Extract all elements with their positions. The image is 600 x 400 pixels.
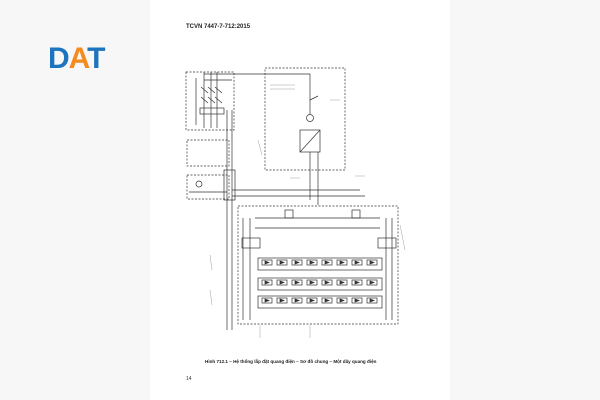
bypass-diode-icon	[369, 298, 375, 303]
pv-module	[261, 279, 273, 286]
pv-module	[276, 297, 288, 304]
bypass-diode-icon	[339, 280, 345, 285]
pv-module	[291, 259, 303, 266]
pv-module	[276, 279, 288, 286]
pv-module	[261, 259, 273, 266]
inverter-switch	[309, 95, 319, 101]
bypass-diode-icon	[309, 298, 315, 303]
bypass-diode-icon	[369, 280, 375, 285]
bypass-diode-icon	[324, 280, 330, 285]
pv-module	[351, 259, 363, 266]
bypass-diode-icon	[339, 260, 345, 265]
pv-module	[276, 259, 288, 266]
pv-module	[306, 279, 318, 286]
bypass-diode-icon	[309, 280, 315, 285]
bypass-diode-icon	[279, 260, 285, 265]
pv-module	[336, 297, 348, 304]
bypass-diode-icon	[354, 280, 360, 285]
brand-logo: DAT	[48, 42, 105, 76]
bypass-diode-icon	[339, 298, 345, 303]
pv-string-row	[257, 295, 383, 309]
bypass-diode-icon	[354, 298, 360, 303]
inverter-enclosure	[264, 67, 346, 171]
figure-caption: Hình 712.1 – Hệ thống lắp đặt quang điện…	[205, 359, 377, 364]
dc-switch	[351, 209, 361, 219]
pv-module	[306, 259, 318, 266]
logo-letter-accent: A	[68, 42, 88, 75]
bypass-diode-icon	[369, 260, 375, 265]
bypass-diode-icon	[324, 260, 330, 265]
pv-string-row	[257, 277, 383, 291]
switch-symbols	[199, 86, 225, 115]
bypass-diode-icon	[294, 298, 300, 303]
pv-module	[321, 297, 333, 304]
dc-switch	[284, 209, 294, 219]
pv-module	[261, 297, 273, 304]
meter-box	[186, 139, 230, 167]
pv-module	[336, 279, 348, 286]
pv-module	[366, 259, 378, 266]
pv-string-row	[257, 257, 383, 271]
document-page	[150, 0, 450, 400]
bypass-diode-icon	[324, 298, 330, 303]
ac-source-icon	[306, 114, 314, 122]
pv-module	[366, 279, 378, 286]
inverter-diagonal	[299, 129, 321, 153]
document-header: TCVN 7447-7-712:2015	[186, 24, 251, 30]
bypass-diode-icon	[279, 280, 285, 285]
logo-letter: D	[48, 42, 70, 75]
bypass-diode-icon	[354, 260, 360, 265]
terminal-block	[223, 169, 236, 201]
string-fuse-right	[377, 237, 397, 249]
page-number: 14	[186, 376, 192, 382]
pv-module	[306, 297, 318, 304]
grid-connection-box	[185, 71, 235, 131]
bypass-diode-icon	[264, 298, 270, 303]
bypass-diode-icon	[264, 280, 270, 285]
distribution-box	[186, 174, 230, 200]
annotation-leaders	[209, 84, 406, 338]
pv-module-grid	[257, 257, 383, 309]
pv-module	[321, 279, 333, 286]
bypass-diode-icon	[309, 260, 315, 265]
pv-module	[351, 297, 363, 304]
bypass-diode-icon	[294, 280, 300, 285]
logo-letter: T	[87, 42, 105, 75]
pv-module	[291, 279, 303, 286]
bypass-diode-icon	[264, 260, 270, 265]
bypass-diode-icon	[294, 260, 300, 265]
pv-module	[336, 259, 348, 266]
pv-module	[291, 297, 303, 304]
string-fuse-left	[241, 237, 261, 249]
meter-icon	[195, 180, 203, 188]
pv-module	[321, 259, 333, 266]
pv-array-enclosure	[237, 205, 399, 325]
bypass-diode-icon	[279, 298, 285, 303]
pv-module	[366, 297, 378, 304]
pv-module	[351, 279, 363, 286]
